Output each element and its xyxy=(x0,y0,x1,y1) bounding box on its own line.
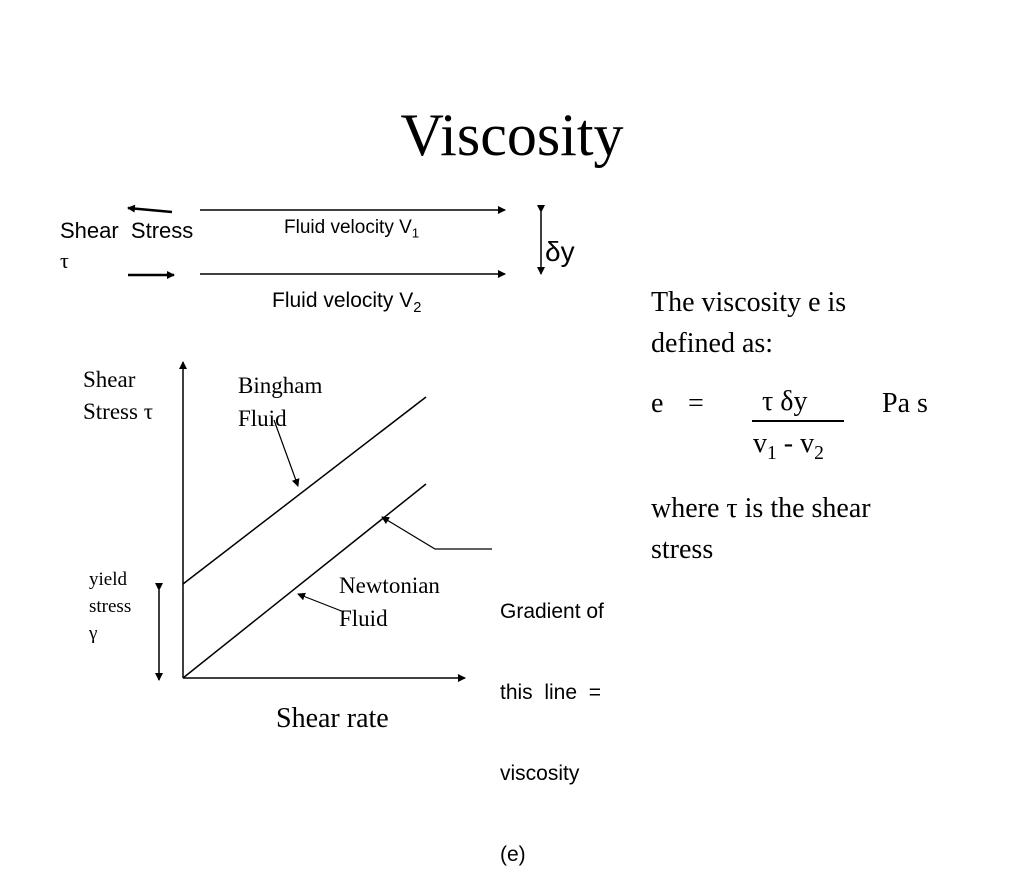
equation-equals: = xyxy=(688,388,704,419)
y-axis-label-line2: Stress τ xyxy=(83,399,153,424)
yield-label-line3: γ xyxy=(89,623,98,644)
bingham-pointer xyxy=(273,419,300,487)
definition-where-line1: where τ is the shear xyxy=(651,493,871,524)
equation-units: Pa s xyxy=(882,388,928,419)
gradient-pointer xyxy=(381,516,492,550)
gradient-label-line4: (e) xyxy=(500,843,526,866)
definition-where: where τ is the shear stress xyxy=(651,488,871,570)
yield-label-line1: yield xyxy=(89,569,127,590)
yield-label-line2: stress xyxy=(89,596,132,617)
gradient-label-line1: Gradient of xyxy=(500,600,604,623)
velocity-bottom-label: Fluid velocity V2 xyxy=(272,289,422,317)
fraction-bar xyxy=(752,420,844,422)
definition-intro: The viscosity e is defined as: xyxy=(651,282,846,364)
gradient-label-line3: viscosity xyxy=(500,762,580,785)
bingham-label-line2: Fluid xyxy=(238,406,287,431)
bingham-label-line1: Bingham xyxy=(238,373,323,398)
yield-stress-label: yield stress γ xyxy=(89,566,131,647)
y-axis-label: Shear Stress τ xyxy=(83,364,153,428)
denominator-sub2: 2 xyxy=(814,442,824,464)
equation-numerator: τ δy xyxy=(762,386,808,417)
velocity-bottom-sub: 2 xyxy=(413,300,422,317)
newtonian-label-line2: Fluid xyxy=(339,606,388,631)
velocity-top-label: Fluid velocity V1 xyxy=(284,217,420,241)
gap-label: δy xyxy=(545,236,575,267)
denominator-v1: v xyxy=(753,428,767,459)
velocity-top-text: Fluid velocity V xyxy=(284,217,412,238)
velocity-bottom-text: Fluid velocity V xyxy=(272,289,414,312)
newtonian-line xyxy=(182,483,427,679)
bingham-label: Bingham Fluid xyxy=(238,369,322,435)
gradient-label: Gradient of this line = viscosity (e) xyxy=(500,544,604,895)
y-axis-label-line1: Shear xyxy=(83,367,136,392)
bingham-line xyxy=(182,396,427,585)
definition-intro-line2: defined as: xyxy=(651,328,774,359)
equation-lhs: e xyxy=(651,388,664,419)
gradient-label-line2: this line = xyxy=(500,681,601,704)
equation-denominator: v1 - v2 xyxy=(753,428,824,463)
definition-where-line2: stress xyxy=(651,534,714,565)
newtonian-label: Newtonian Fluid xyxy=(339,569,440,635)
page-title: Viscosity xyxy=(400,102,624,168)
newtonian-label-line1: Newtonian xyxy=(339,573,440,598)
velocity-top-sub: 1 xyxy=(411,225,420,241)
diagram-lines xyxy=(127,204,545,682)
denominator-mid: - v xyxy=(776,428,815,459)
definition-intro-line1: The viscosity e is xyxy=(651,287,847,318)
denominator-sub1: 1 xyxy=(767,442,777,464)
shear-stress-label: Shear Stress xyxy=(60,218,194,243)
newtonian-pointer xyxy=(297,592,345,613)
shear-arrow-top xyxy=(127,204,173,214)
x-axis-label: Shear rate xyxy=(276,703,389,734)
shear-stress-symbol: τ xyxy=(60,248,69,273)
